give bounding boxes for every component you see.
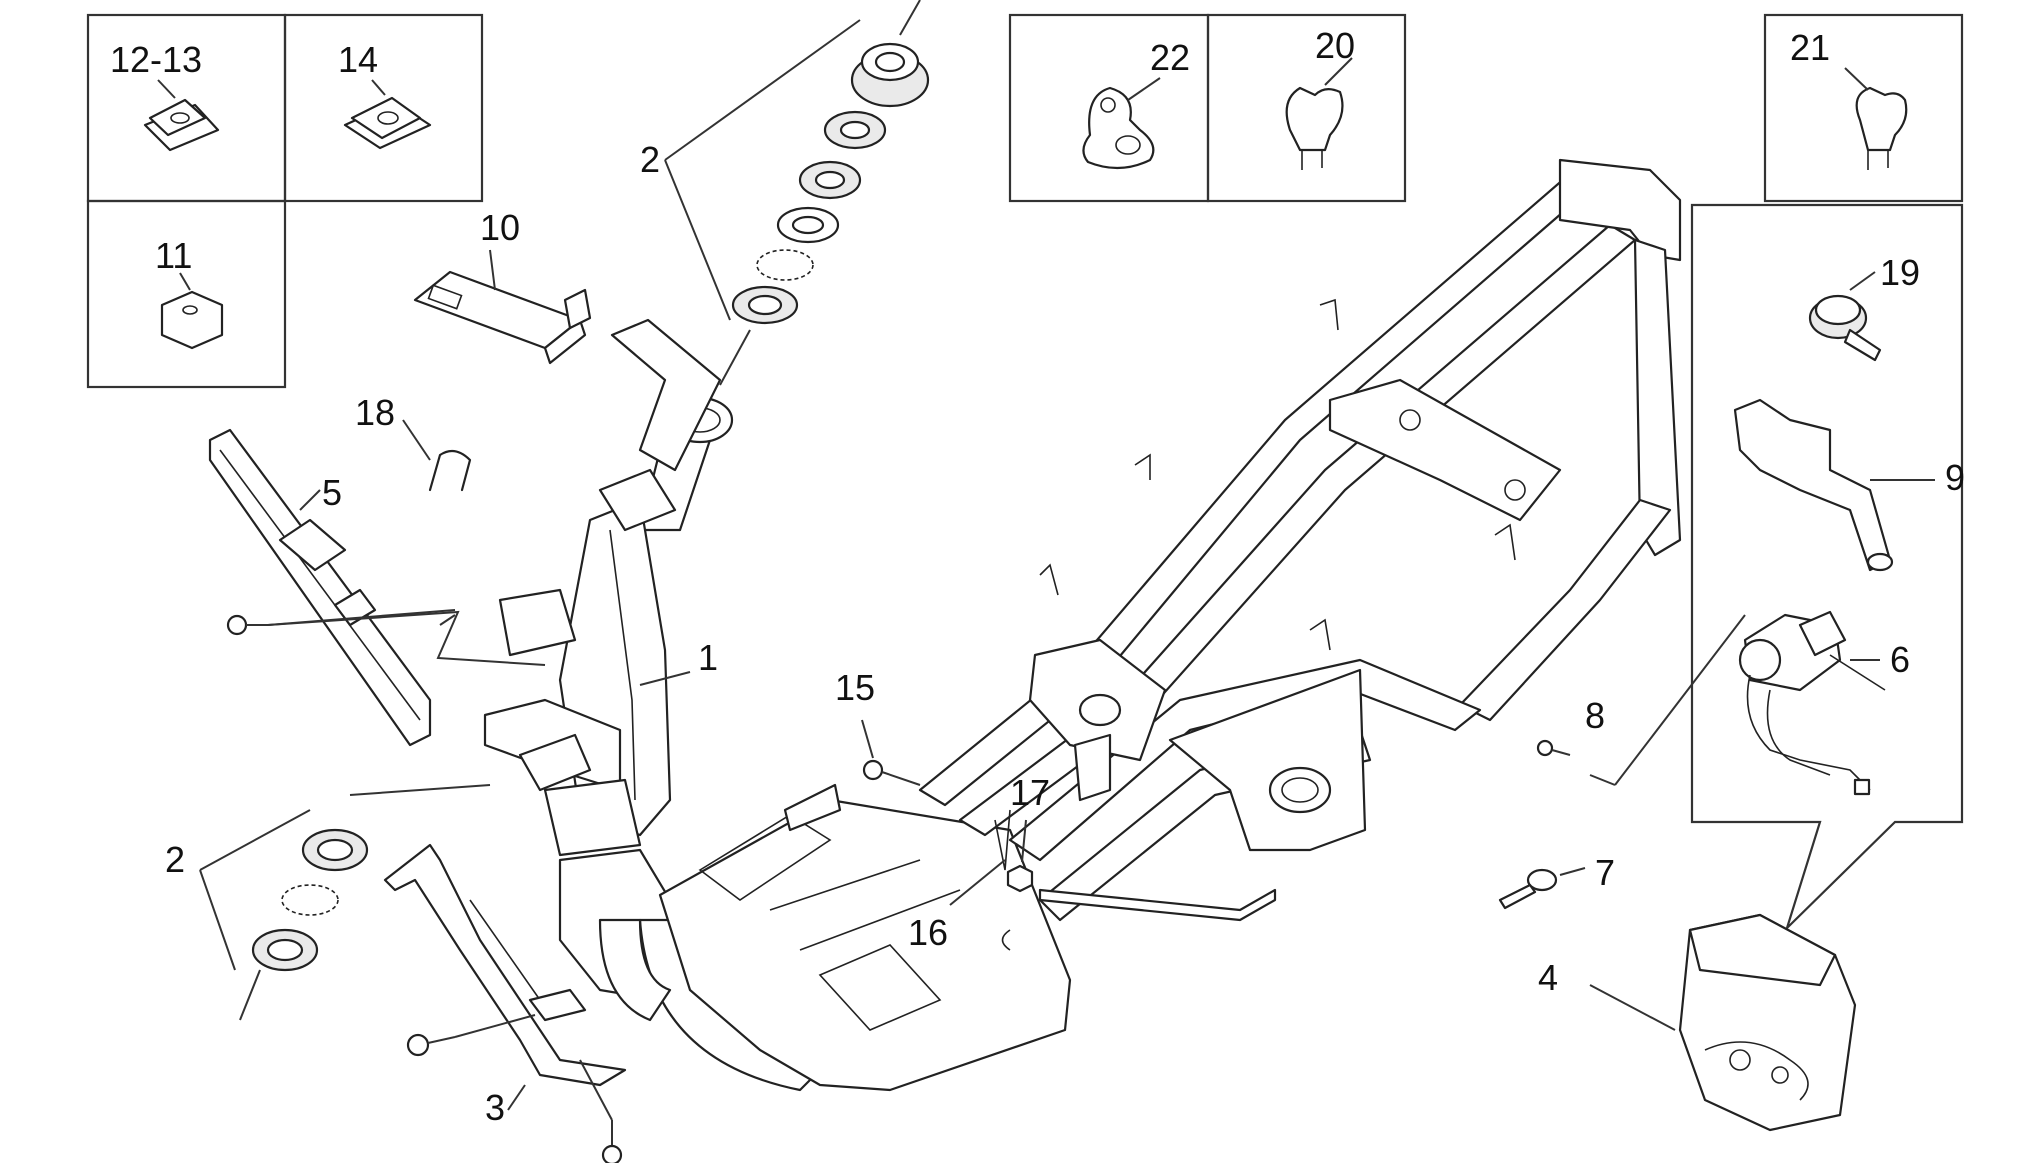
label-8: 8 — [1585, 695, 1605, 736]
label-12-13: 12-13 — [110, 39, 202, 80]
inset-lock-kit — [1690, 203, 1964, 929]
clip-icon — [1844, 67, 1908, 170]
leader-2-bottom — [199, 784, 491, 971]
screw-icon — [1808, 271, 1882, 362]
label-17: 17 — [1010, 772, 1050, 813]
leader-screw-frame — [267, 610, 546, 666]
leader-2-top — [664, 19, 861, 321]
frame-icon — [918, 158, 1682, 951]
key-icon — [1498, 867, 1586, 910]
label-20: 20 — [1315, 25, 1355, 66]
label-5: 5 — [322, 472, 342, 513]
label-21: 21 — [1790, 27, 1830, 68]
label-18: 18 — [355, 392, 395, 433]
label-19: 19 — [1880, 252, 1920, 293]
label-16: 16 — [908, 912, 948, 953]
bracket-icon — [208, 428, 432, 747]
label-4: 4 — [1538, 957, 1558, 998]
steering-bearing-set-icon — [239, 828, 369, 1021]
steering-bearing-set-icon — [719, 0, 930, 386]
spring-clip-icon — [402, 419, 472, 492]
label-9: 9 — [1945, 457, 1965, 498]
inset-top-left — [86, 13, 484, 389]
spring-clip-icon — [949, 809, 1011, 906]
label-14: 14 — [338, 39, 378, 80]
screw-icon — [861, 719, 921, 786]
bracket-icon — [383, 843, 627, 1111]
label-3: 3 — [485, 1087, 505, 1128]
label-1: 1 — [698, 637, 718, 678]
label-22: 22 — [1150, 37, 1190, 78]
callout-labels: 1 2 2 3 4 5 6 7 8 9 10 11 12-13 14 15 16… — [110, 25, 1965, 1128]
clip-icon — [1285, 57, 1353, 170]
label-6: 6 — [1890, 639, 1910, 680]
clip-icon — [143, 79, 220, 152]
screw-icon — [579, 1059, 623, 1163]
label-2-top: 2 — [640, 139, 660, 180]
nut-icon — [1006, 819, 1034, 893]
screw-icon — [1536, 739, 1571, 757]
bracket-icon — [1733, 398, 1935, 572]
label-10: 10 — [480, 207, 520, 248]
label-7: 7 — [1595, 852, 1615, 893]
cable-clamp-icon — [1082, 77, 1161, 170]
leader-1 — [639, 671, 691, 686]
label-15: 15 — [835, 667, 875, 708]
label-2-bottom: 2 — [165, 839, 185, 880]
kit-bag-icon — [1589, 913, 1857, 1132]
lock-icon — [1738, 610, 1886, 796]
bracket-icon — [413, 249, 592, 365]
spring-clip-icon — [343, 79, 432, 150]
label-11: 11 — [155, 235, 192, 276]
frame-icon — [483, 318, 1072, 1092]
screw-icon — [406, 1014, 536, 1057]
leader-8-lock — [1589, 614, 1746, 786]
inset-top-right — [1763, 13, 1964, 203]
inset-top-center — [1008, 13, 1407, 203]
nut-icon — [160, 272, 224, 350]
